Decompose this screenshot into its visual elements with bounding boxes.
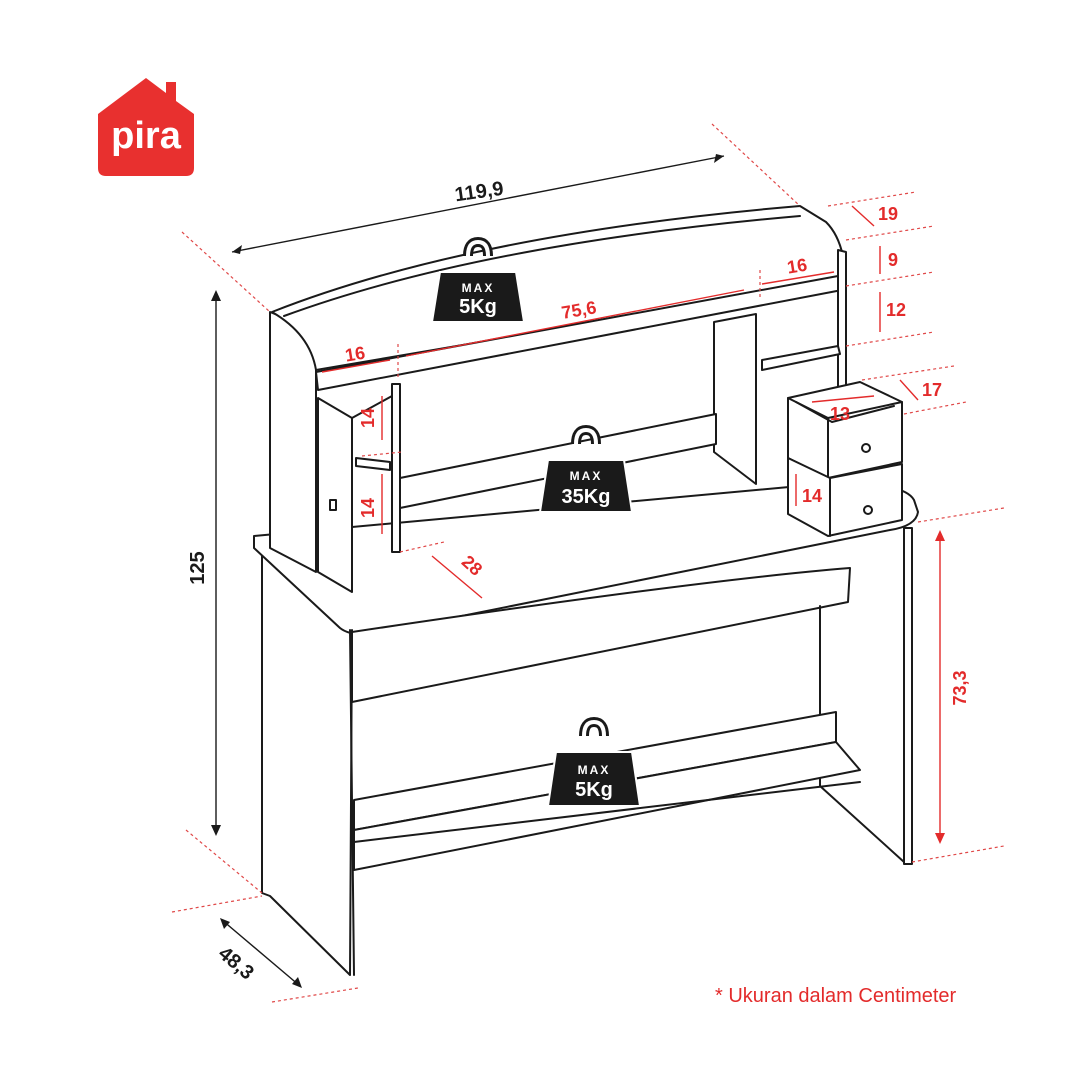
weight-icon (538, 459, 634, 513)
lower-drawer-knob-icon (863, 505, 873, 515)
hutch-top-arch (271, 205, 845, 371)
weight-max-label: MAX (578, 763, 611, 777)
weight-value-label: 5Kg (459, 296, 497, 318)
width-dimension-line (231, 155, 725, 253)
detail-dimensions: 73,3 19 9 12 16 75,6 16 17 13 (321, 191, 1005, 863)
weight-badge-bottom: MAX 5Kg (546, 716, 642, 807)
depth-dimension-line (221, 919, 301, 987)
left-shelf-width-label: 16 (344, 343, 367, 366)
left-cabinet-shelf (355, 457, 391, 471)
upper-drawer (787, 381, 903, 479)
arrow-icon (211, 825, 221, 836)
left-cabinet-door (317, 397, 353, 593)
hutch-center-divider-right (713, 313, 757, 485)
weight-icon (430, 271, 526, 323)
middle-compartment-label: 12 (886, 300, 906, 320)
arrow-icon (211, 290, 221, 301)
drawers (787, 381, 903, 537)
right-shelf-width-label: 16 (786, 255, 809, 278)
weight-max-label: MAX (570, 469, 603, 483)
arrow-icon (232, 245, 242, 254)
desk-height-label: 73,3 (950, 670, 970, 705)
hutch-left-divider (391, 383, 401, 553)
desk-apron (351, 567, 851, 703)
drawer-depth-label: 17 (922, 380, 942, 400)
drawer-width-label: 13 (830, 404, 850, 424)
depth-label: 48,3 (214, 942, 258, 984)
arrow-icon (714, 154, 724, 163)
weight-badge-desk: MAX 35Kg (538, 424, 634, 513)
hutch-right-middle-shelf (761, 345, 841, 371)
arrow-icon (292, 977, 302, 988)
door-knob-icon (329, 499, 337, 511)
top-compartment-label: 9 (888, 250, 898, 270)
upper-drawer-knob-icon (861, 443, 871, 453)
drawer-height-label: 14 (802, 486, 822, 506)
weight-badge-top: MAX 5Kg (430, 236, 526, 323)
weight-icon (546, 751, 642, 807)
hutch-depth-label: 19 (878, 204, 898, 224)
arrow-icon (935, 530, 945, 541)
left-cabinet-upper-label: 14 (358, 408, 378, 428)
height-label: 125 (187, 551, 209, 584)
house-icon: pira (98, 78, 194, 176)
width-label: 119,9 (453, 178, 505, 207)
weight-value-label: 5Kg (575, 779, 613, 801)
arrow-icon (935, 833, 945, 844)
left-cabinet-lower-label: 14 (358, 498, 378, 518)
desk-right-leg (903, 527, 913, 865)
center-shelf-width-line (405, 289, 745, 357)
weight-max-label: MAX (462, 281, 495, 295)
unit-footnote: * Ukuran dalam Centimeter (715, 985, 957, 1007)
pira-logo: pira (96, 74, 196, 178)
weight-value-label: 35Kg (562, 486, 611, 508)
arrow-icon (220, 918, 230, 929)
logo-text: pira (111, 115, 182, 157)
